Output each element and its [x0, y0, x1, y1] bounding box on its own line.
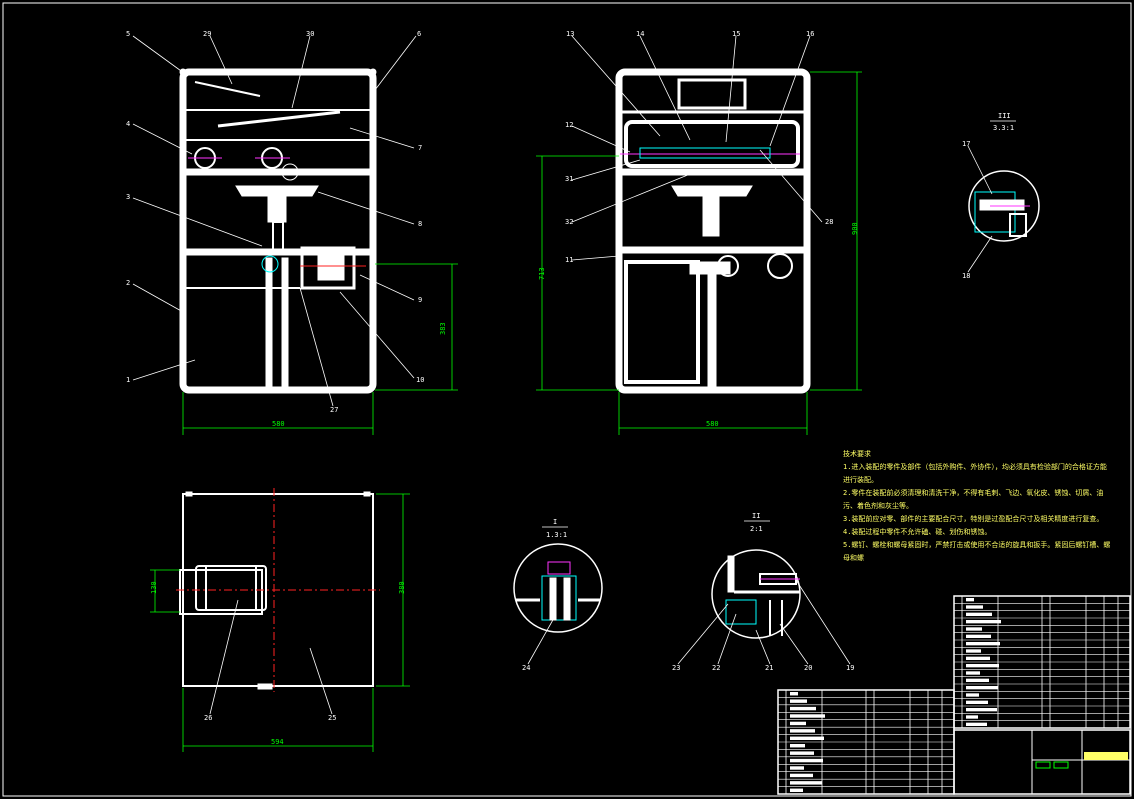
detail-iii: III 3.3:1 17 18	[962, 112, 1040, 280]
part-label: 3	[126, 193, 130, 201]
notes-title: 技术要求	[843, 450, 871, 458]
part-label: 27	[330, 406, 338, 414]
part-label: 20	[804, 664, 812, 672]
technical-notes: 技术要求 1.进入装配的零件及部件（包括外购件、外协件），均必须具有检验部门的合…	[843, 448, 1113, 565]
front-view	[179, 68, 377, 394]
part-label: 31	[565, 175, 573, 183]
detail-i-title: I	[553, 518, 557, 526]
detail-iii-scale: 3.3:1	[993, 124, 1014, 132]
part-label: 11	[565, 256, 573, 264]
detail-i: I 1.3:1 24	[513, 518, 603, 672]
dim-front-width: 580	[272, 420, 285, 428]
detail-ii: II 2:1 23 22 21 20 19	[672, 512, 854, 672]
dim-top-small: 130	[150, 581, 158, 594]
part-label: 16	[806, 30, 814, 38]
part-label: 19	[846, 664, 854, 672]
dim-side-height-right: 900	[851, 222, 859, 235]
part-label: 6	[417, 30, 421, 38]
dim-front-height: 383	[439, 322, 447, 335]
dim-side-width: 580	[706, 420, 719, 428]
front-dimensions: 580 383	[182, 263, 458, 435]
side-dimensions: 580 713 900	[536, 71, 862, 435]
part-label: 29	[203, 30, 211, 38]
dim-top-width: 594	[271, 738, 284, 746]
top-dimensions: 594 380 130 26 25	[150, 493, 410, 752]
part-label: 4	[126, 120, 130, 128]
parts-list-lower	[777, 689, 955, 795]
part-label: 15	[732, 30, 740, 38]
part-label: 14	[636, 30, 644, 38]
notes-line: 4.装配过程中零件不允许磕、碰、划伤和锈蚀。	[843, 528, 992, 536]
part-label: 24	[522, 664, 530, 672]
part-label: 17	[962, 140, 970, 148]
part-label: 12	[565, 121, 573, 129]
part-label: 23	[672, 664, 680, 672]
side-labels: 13 14 15 16 12 31 32 28 11	[565, 30, 833, 264]
dim-side-height-left: 713	[538, 267, 546, 280]
part-label: 26	[204, 714, 212, 722]
part-label: 8	[418, 220, 422, 228]
side-view	[615, 68, 811, 394]
detail-ii-scale: 2:1	[750, 525, 763, 533]
detail-ii-title: II	[752, 512, 760, 520]
top-view	[176, 488, 380, 692]
part-label: 18	[962, 272, 970, 280]
part-label: 1	[126, 376, 130, 384]
notes-line: 1.进入装配的零件及部件（包括外购件、外协件），均必须具有检验部门的合格证方能进…	[843, 463, 1107, 484]
notes-line: 2.零件在装配前必须清理和清洗干净，不得有毛刺、飞边、氧化皮、锈蚀、切屑、油污、…	[843, 489, 1104, 510]
detail-i-scale: 1.3:1	[546, 531, 567, 539]
part-label: 30	[306, 30, 314, 38]
part-label: 32	[565, 218, 573, 226]
part-label: 25	[328, 714, 336, 722]
part-label: 21	[765, 664, 773, 672]
parts-list	[953, 595, 1131, 729]
part-label: 28	[825, 218, 833, 226]
part-label: 5	[126, 30, 130, 38]
part-label: 13	[566, 30, 574, 38]
notes-line: 3.装配前应对零、部件的主要配合尺寸，特别是过盈配合尺寸及相关精度进行复查。	[843, 515, 1104, 523]
dim-top-height: 380	[398, 581, 406, 594]
part-label: 2	[126, 279, 130, 287]
front-labels: 5 29 30 6 4 7 3 8 2 9 1 10 27	[126, 30, 424, 414]
part-label: 10	[416, 376, 424, 384]
part-label: 7	[418, 144, 422, 152]
detail-iii-title: III	[998, 112, 1011, 120]
part-label: 22	[712, 664, 720, 672]
part-label: 9	[418, 296, 422, 304]
title-block	[953, 729, 1131, 795]
notes-line: 5.螺钉、螺栓和螺母紧固时，严禁打击或使用不合适的旋具和扳手。紧固后螺钉槽、螺母…	[843, 541, 1111, 562]
